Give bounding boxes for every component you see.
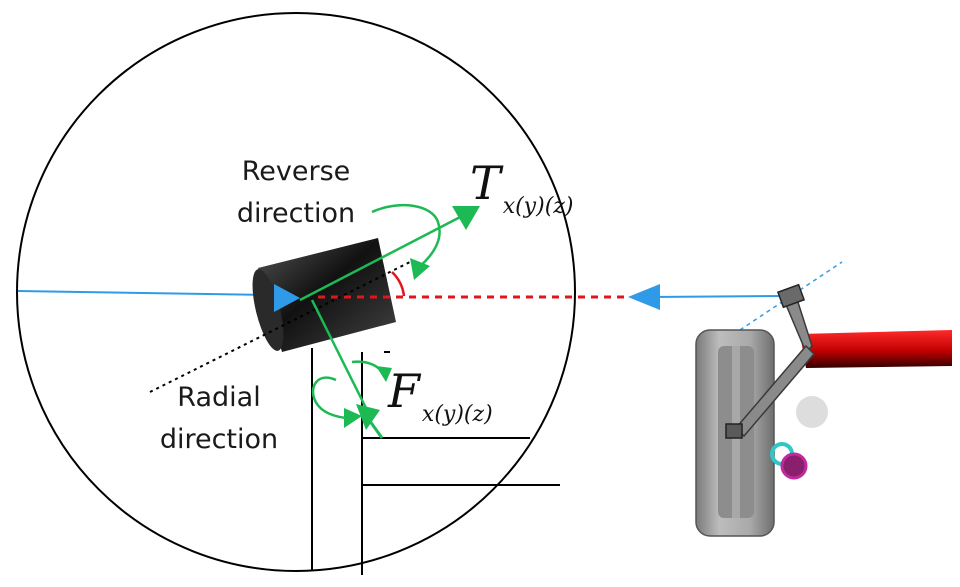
force-symbol: F xyxy=(388,364,420,418)
force-rotation-arrowhead xyxy=(344,408,362,428)
support-structure xyxy=(311,348,560,575)
radial-label-line1: Radial xyxy=(177,382,261,413)
force-rotation-arc xyxy=(311,376,347,420)
knuckle-arm xyxy=(725,283,816,439)
torque-symbol: T xyxy=(470,156,501,210)
light-circle xyxy=(796,396,828,428)
force-subscript: x(y)(z) xyxy=(421,402,493,427)
reverse-label-line2: direction xyxy=(236,198,356,229)
blue-arrowhead-left xyxy=(274,284,300,312)
blue-arrowhead-right xyxy=(628,284,660,310)
angle-arc xyxy=(391,271,406,297)
torque-rotation-arc xyxy=(371,203,441,269)
magenta-joint xyxy=(780,452,808,480)
torque-rotation-arrowhead xyxy=(410,258,430,280)
force-rotation-arrowhead-2 xyxy=(376,366,392,382)
reverse-label-line1: Reverse xyxy=(241,156,351,187)
magnifier-circle xyxy=(16,12,576,572)
force-tail xyxy=(360,409,384,439)
radial-direction-label: Radial direction xyxy=(144,384,294,453)
torque-subscript: x(y)(z) xyxy=(502,194,574,219)
force-line xyxy=(310,299,374,421)
blue-line-left xyxy=(17,290,273,296)
force-label: Fx(y)(z) xyxy=(388,368,493,426)
torque-label: Tx(y)(z) xyxy=(470,160,573,218)
torque-arrowhead xyxy=(452,206,480,230)
red-bar-right xyxy=(800,330,952,368)
cylinder-sensor xyxy=(252,238,396,352)
blue-line-right xyxy=(649,295,785,298)
reverse-direction-label: Reverse direction xyxy=(226,158,366,227)
radial-label-line2: direction xyxy=(159,424,279,455)
